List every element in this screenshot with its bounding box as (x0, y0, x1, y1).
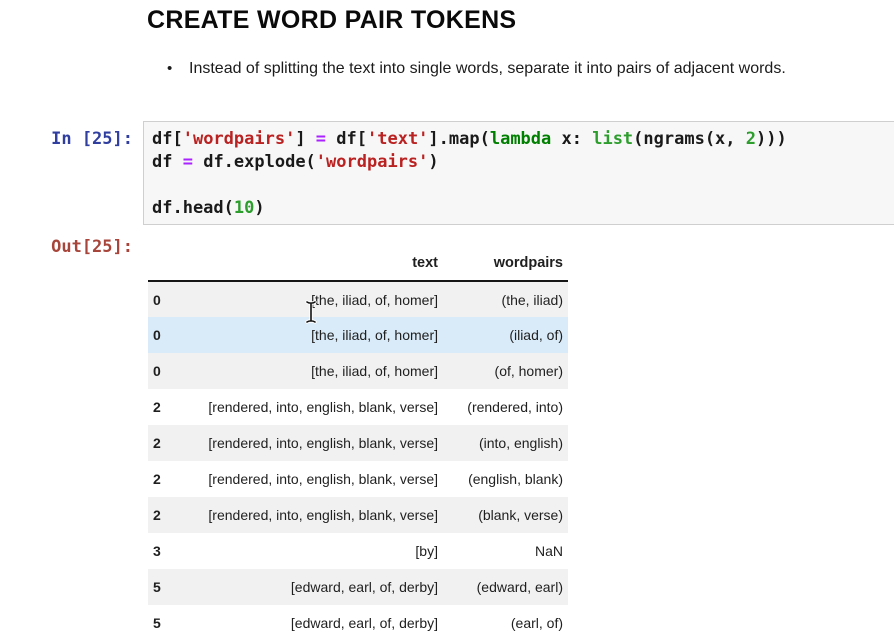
dataframe-table: text wordpairs 0 [the, iliad, of, homer] (… (148, 250, 568, 639)
cell-text: [by] (415, 543, 438, 559)
row-index: 2 (153, 507, 161, 523)
cell-text: [the, iliad, of, homer] (311, 363, 438, 379)
cell-wordpairs: (into, english) (478, 435, 563, 451)
cell-wordpairs: (earl, of) (510, 615, 563, 631)
cell-text: [rendered, into, english, blank, verse] (208, 399, 438, 415)
row-index: 5 (153, 615, 161, 631)
table-header-row: text wordpairs (148, 250, 568, 282)
page-title: CREATE WORD PAIR TOKENS (147, 6, 517, 34)
row-index: 3 (153, 543, 161, 559)
text-ibeam-cursor (305, 300, 317, 324)
cell-wordpairs: (of, homer) (494, 363, 563, 379)
cell-text: [edward, earl, of, derby] (290, 579, 438, 595)
column-header-wordpairs: wordpairs (443, 250, 568, 282)
row-index: 0 (153, 291, 161, 308)
code-line[interactable]: df = df.explode('wordpairs') (152, 152, 439, 172)
cell-wordpairs: (the, iliad) (501, 291, 563, 308)
markdown-bullet: • Instead of splitting the text into sin… (167, 59, 786, 79)
cell-text: [edward, earl, of, derby] (290, 615, 438, 631)
input-prompt: In [25]: (51, 129, 133, 149)
cell-text: [rendered, into, english, blank, verse] (208, 507, 438, 523)
table-row: 0 [the, iliad, of, homer] (of, homer) (148, 353, 568, 389)
code-line[interactable]: df.head(10) (152, 198, 265, 218)
cell-wordpairs: (iliad, of) (509, 327, 563, 343)
bullet-text: Instead of splitting the text into singl… (189, 60, 786, 77)
row-index: 5 (153, 579, 161, 595)
row-index: 0 (153, 327, 161, 343)
cell-wordpairs: NaN (534, 543, 563, 559)
row-index: 2 (153, 399, 161, 415)
cell-text: [rendered, into, english, blank, verse] (208, 435, 438, 451)
table-row: 0 [the, iliad, of, homer] (the, iliad) (148, 281, 568, 317)
row-index: 0 (153, 363, 161, 379)
cell-wordpairs: (edward, earl) (476, 579, 563, 595)
cell-wordpairs: (blank, verse) (478, 507, 563, 523)
cell-text: [the, iliad, of, homer] (311, 327, 438, 343)
row-index: 2 (153, 471, 161, 487)
cell-text: [rendered, into, english, blank, verse] (208, 471, 438, 487)
output-prompt: Out[25]: (51, 237, 133, 257)
table-row: 3 [by] NaN (148, 533, 568, 569)
row-index: 2 (153, 435, 161, 451)
code-cell[interactable]: df['wordpairs'] = df['text'].map(lambda … (143, 121, 894, 225)
bullet-icon: • (167, 60, 173, 77)
cell-wordpairs: (english, blank) (468, 471, 563, 487)
table-row: 5 [edward, earl, of, derby] (edward, earl) (148, 569, 568, 605)
table-row: 2 [rendered, into, english, blank, verse]… (148, 497, 568, 533)
table-row: 2 [rendered, into, english, blank, verse]… (148, 425, 568, 461)
code-line[interactable]: df['wordpairs'] = df['text'].map(lambda … (152, 129, 787, 149)
table-body: 0 [the, iliad, of, homer] (the, iliad) 0 [th… (148, 281, 568, 639)
code-line[interactable] (152, 174, 886, 197)
table-row: 2 [rendered, into, english, blank, verse]… (148, 389, 568, 425)
table-row: 0 [the, iliad, of, homer] (iliad, of) (148, 317, 568, 353)
cell-text: [the, iliad, of, homer] (311, 291, 438, 308)
table-row: 5 [edward, earl, of, derby] (earl, of) (148, 605, 568, 639)
column-header-index (148, 250, 186, 282)
cell-wordpairs: (rendered, into) (467, 399, 563, 415)
table-row: 2 [rendered, into, english, blank, verse]… (148, 461, 568, 497)
column-header-text: text (186, 250, 443, 282)
code-lines[interactable]: df['wordpairs'] = df['text'].map(lambda … (152, 128, 886, 220)
